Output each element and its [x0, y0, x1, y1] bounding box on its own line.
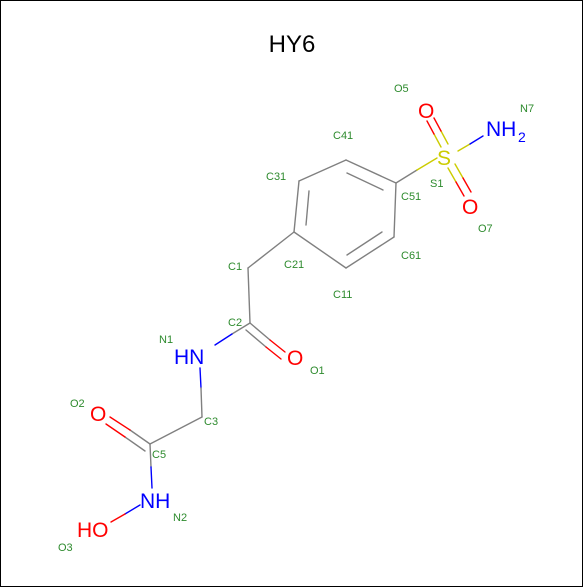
- label-c41: C41: [333, 130, 353, 142]
- element-n1: HN: [174, 346, 204, 369]
- element-o2: O: [90, 403, 106, 426]
- bond-s1-n7-yellow: [457, 143, 471, 152]
- bond-c21-c31: [293, 180, 300, 233]
- bond-inner-c31-c21: [305, 190, 310, 226]
- label-o2: O2: [70, 398, 85, 410]
- label-c61: C61: [401, 250, 421, 262]
- bond-c11-c21: [293, 231, 347, 269]
- bond-c1-c2: [247, 267, 251, 324]
- bond-n2-o3-blue: [124, 504, 141, 515]
- bond-c2-o1-b: [245, 329, 267, 348]
- bond-n2-o3-red: [110, 513, 126, 523]
- bonds: [105, 117, 484, 523]
- bond-s1-o7-b-yellow: [454, 163, 464, 179]
- bond-c5-n2-blue: [150, 466, 153, 489]
- element-o1: O: [287, 347, 303, 370]
- bond-c61-c11: [345, 236, 395, 269]
- bond-c5-n2-grey: [149, 443, 152, 468]
- label-c21: C21: [284, 259, 304, 271]
- bond-c21-c1: [247, 231, 295, 269]
- bond-inner-c41-c51: [346, 172, 384, 191]
- element-o3: HO: [77, 519, 109, 542]
- bond-s1-o5-a-yellow: [433, 133, 442, 148]
- element-n7-subscript: 2: [518, 129, 526, 145]
- bond-c2-n1-grey: [231, 322, 251, 335]
- molecule-title: HY6: [269, 31, 316, 58]
- bond-s1-o5-b-yellow: [440, 130, 449, 145]
- bond-s1-o7-a-yellow: [447, 167, 457, 183]
- label-c31: C31: [266, 171, 286, 183]
- bond-s1-o7-b-red: [462, 177, 472, 193]
- element-n7: NH: [486, 118, 516, 141]
- label-c11: C11: [333, 289, 352, 301]
- label-o1: O1: [310, 365, 325, 377]
- element-symbols: O S O NH 2 HN O O NH HO: [77, 100, 526, 542]
- bond-c5-o2-a-grey: [129, 429, 151, 445]
- bond-s1-n7-blue: [469, 135, 484, 145]
- bond-n1-c3-blue: [199, 367, 202, 389]
- bond-s1-o5-b-red: [433, 117, 442, 132]
- label-o7: O7: [478, 223, 493, 235]
- element-o5: O: [418, 100, 434, 123]
- label-n1: N1: [159, 334, 173, 346]
- bond-c5-o2-b-red: [105, 423, 126, 438]
- bond-s1-o7-a-red: [455, 181, 465, 197]
- label-n2: N2: [173, 512, 187, 524]
- label-c2: C2: [228, 317, 242, 329]
- bond-c3-c5: [149, 416, 203, 445]
- bond-c2-o1-b-red: [265, 346, 282, 360]
- bond-c51-s1-grey: [395, 169, 418, 184]
- element-n2: NH: [140, 490, 170, 513]
- bond-c31-c41: [298, 159, 347, 182]
- label-o3: O3: [58, 542, 73, 554]
- bond-c2-n1-blue: [214, 333, 233, 346]
- label-c3: C3: [204, 416, 218, 428]
- label-c51: C51: [401, 191, 421, 203]
- bond-c2-o1-a-red: [269, 339, 286, 353]
- element-s1: S: [437, 147, 451, 170]
- bond-inner-c61-c11: [346, 231, 383, 256]
- bond-c51-c61: [393, 182, 397, 238]
- atom-labels: O5 N7 C41 C31 S1 C51 O7 C1 C21 C61 C11 C…: [58, 83, 534, 554]
- bond-n1-c3-grey: [200, 387, 203, 418]
- label-s1: S1: [430, 178, 443, 190]
- label-c1: C1: [228, 261, 242, 273]
- element-o7: O: [462, 196, 478, 219]
- label-n7: N7: [520, 103, 534, 115]
- label-o5: O5: [394, 83, 409, 95]
- label-c5: C5: [152, 449, 166, 461]
- bond-s1-o5-a-red: [426, 120, 435, 135]
- bond-c41-c51: [345, 159, 397, 184]
- bond-c51-s1-yellow: [416, 157, 438, 171]
- bond-c5-o2-a-red: [109, 416, 131, 431]
- bond-c5-o2-b-grey: [124, 436, 146, 452]
- bond-c2-o1-a: [249, 322, 271, 341]
